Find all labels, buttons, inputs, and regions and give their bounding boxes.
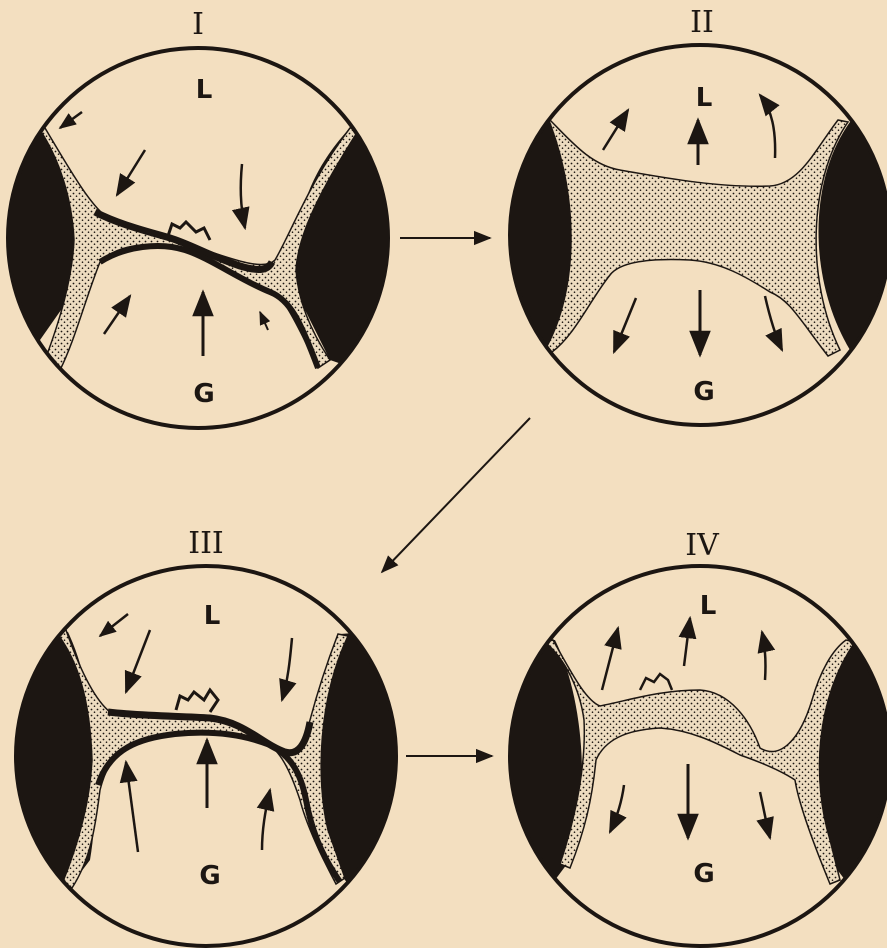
panel-II: II L G <box>510 5 887 425</box>
panel-I-bottom-label: G <box>193 379 214 409</box>
panel-III: III L G <box>16 526 396 946</box>
panel-IV-top-label: L <box>700 591 717 621</box>
panel-II-bottom-label: G <box>693 377 714 407</box>
panel-IV-numeral: IV <box>685 528 720 563</box>
panel-II-numeral: II <box>690 5 714 40</box>
panel-III-top-label: L <box>204 601 221 631</box>
panel-I-top-label: L <box>196 75 213 105</box>
panel-II-top-label: L <box>696 83 713 113</box>
panel-IV-bottom-label: G <box>693 859 714 889</box>
panel-IV: IV L G <box>510 528 887 946</box>
panel-I: I L G <box>8 7 388 428</box>
panel-I-numeral: I <box>192 7 204 42</box>
panel-III-numeral: III <box>188 526 224 561</box>
arrow-II-to-III <box>382 418 530 572</box>
panel-III-bottom-label: G <box>199 861 220 891</box>
